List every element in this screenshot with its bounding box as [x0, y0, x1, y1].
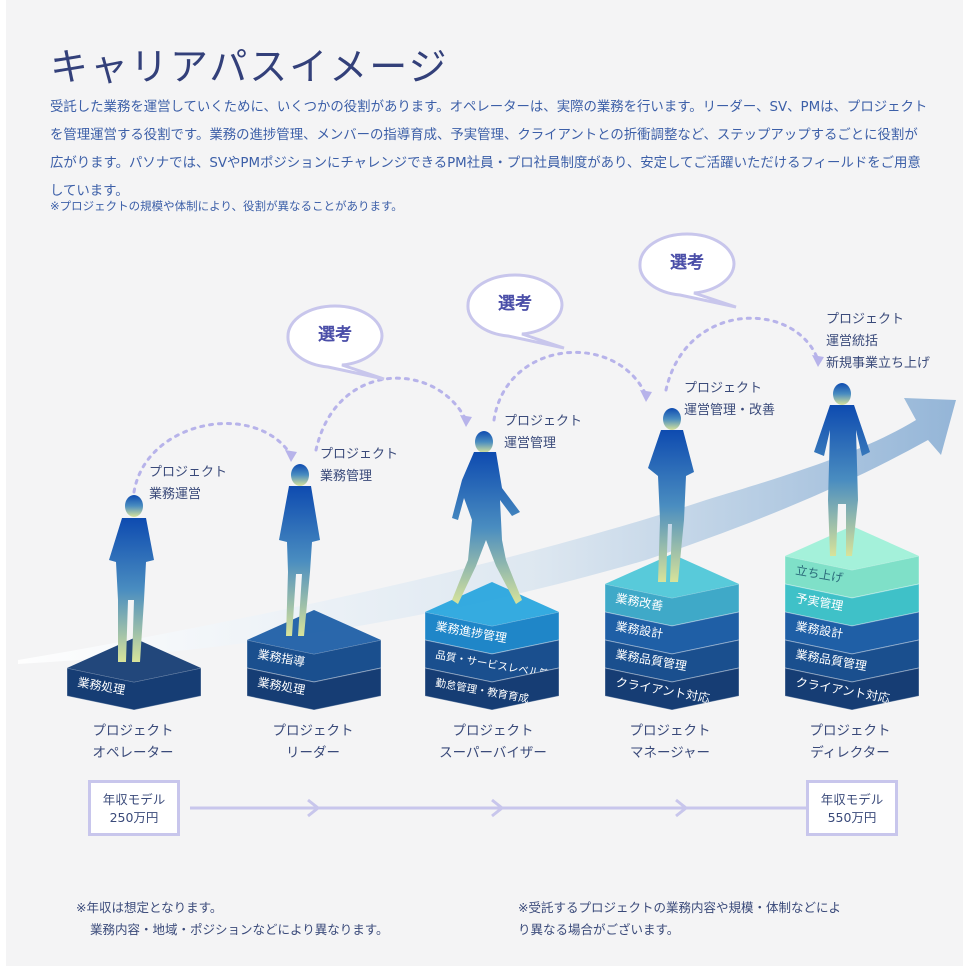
role-desc-director: プロジェクト運営統括新規事業立ち上げ [826, 312, 931, 371]
role-desc-operator: プロジェクト業務運営 [149, 465, 228, 502]
selection-label: 選考 [318, 324, 352, 345]
selection-bubble-3: 選考 [638, 232, 737, 309]
role-label-manager: プロジェクトマネージャー [629, 723, 711, 761]
pedestal-layer [246, 667, 382, 711]
selection-bubble-1: 選考 [286, 304, 385, 381]
role-label-director: プロジェクトディレクター [809, 723, 891, 761]
pedestal-layer [424, 667, 560, 711]
selection-label: 選考 [498, 293, 532, 314]
role-desc-leader: プロジェクト業務管理 [320, 447, 399, 484]
pedestal-layer [604, 667, 740, 711]
footnote-right: ※受託するプロジェクトの業務内容や規模・体制などによ り異なる場合がございます。 [518, 900, 841, 937]
pedestal-blocks: 業務処理業務指導業務処理業務進捗管理品質・サービスレベル管理勤怠管理・教育育成業… [66, 526, 920, 711]
person-supervisor [452, 431, 522, 604]
role-label-leader: プロジェクトリーダー [272, 723, 354, 761]
role-label-supervisor: プロジェクトスーパーバイザー [439, 723, 547, 761]
progression-arcs [132, 316, 820, 494]
career-path-page: キャリアパスイメージ 受託した業務を運営していくために、いくつかの役割があります… [6, 0, 963, 966]
career-path-diagram: 選考 選考 選考 業務処理業務指導業務処理業務進捗管理品質・サービスレベル管理勤… [18, 232, 956, 711]
person-director [814, 383, 870, 556]
selection-label: 選考 [670, 252, 704, 273]
person-operator [109, 495, 154, 662]
person-manager [648, 408, 694, 582]
pedestal-layer [784, 667, 920, 711]
role-desc-supervisor: プロジェクト運営管理 [504, 414, 583, 451]
pedestal-top [425, 582, 559, 626]
role-label-operator: プロジェクトオペレーター [92, 723, 174, 761]
page-title: キャリアパスイメージ [50, 45, 449, 89]
role-desc-manager: プロジェクト運営管理・改善 [684, 381, 776, 418]
person-figures [109, 383, 870, 662]
salary-arrow [190, 798, 806, 818]
pedestal-top [247, 610, 381, 654]
person-leader [279, 464, 320, 636]
selection-bubble-2: 選考 [466, 273, 565, 350]
arc-arrowheads [285, 355, 824, 462]
footnote-left: ※年収は想定となります。 業務内容・地域・ポジションなどにより異なります。 [76, 900, 389, 937]
lead-note: ※プロジェクトの規模や体制により、役割が異なることがあります。 [50, 199, 403, 213]
lead-paragraph: 受託した業務を運営していくために、いくつかの役割があります。オペレーターは、実際… [50, 100, 928, 199]
